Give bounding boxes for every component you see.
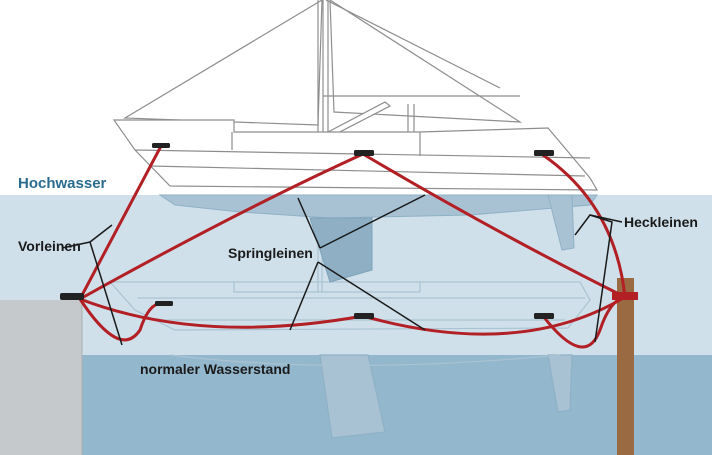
cleat-stern-normal [534,313,554,319]
post-line-wrap [612,292,638,300]
cleat-stern-high [534,150,554,156]
stern-line-normal [541,295,627,349]
spring-line-normal-aft [361,295,627,336]
cleats [60,143,554,319]
boat-high-water [112,0,599,191]
label-heckleinen: Heckleinen [624,214,698,230]
cleat-mid-high [354,150,374,156]
cleat-quay [60,293,84,300]
quay-wall [0,300,82,455]
bow-line-normal [78,297,166,342]
stern-line-high [541,153,627,299]
mooring-post [617,278,634,455]
spring-line-high-fwd [78,152,365,301]
bow-line-high [78,146,162,301]
label-normaler-wasserstand: normaler Wasserstand [140,361,290,377]
cleat-bow-high [152,143,170,148]
spring-line-normal-fwd [78,297,365,329]
spring-line-high-aft [361,152,627,299]
label-hochwasser: Hochwasser [18,175,107,192]
leader-lines [61,194,623,346]
label-springleinen: Springleinen [228,245,313,261]
mooring-lines [78,146,627,349]
label-vorleinen: Vorleinen [18,238,81,254]
cleat-mid-normal [354,313,374,319]
boat-normal-level [108,195,591,439]
cleat-bow-normal [155,301,173,306]
